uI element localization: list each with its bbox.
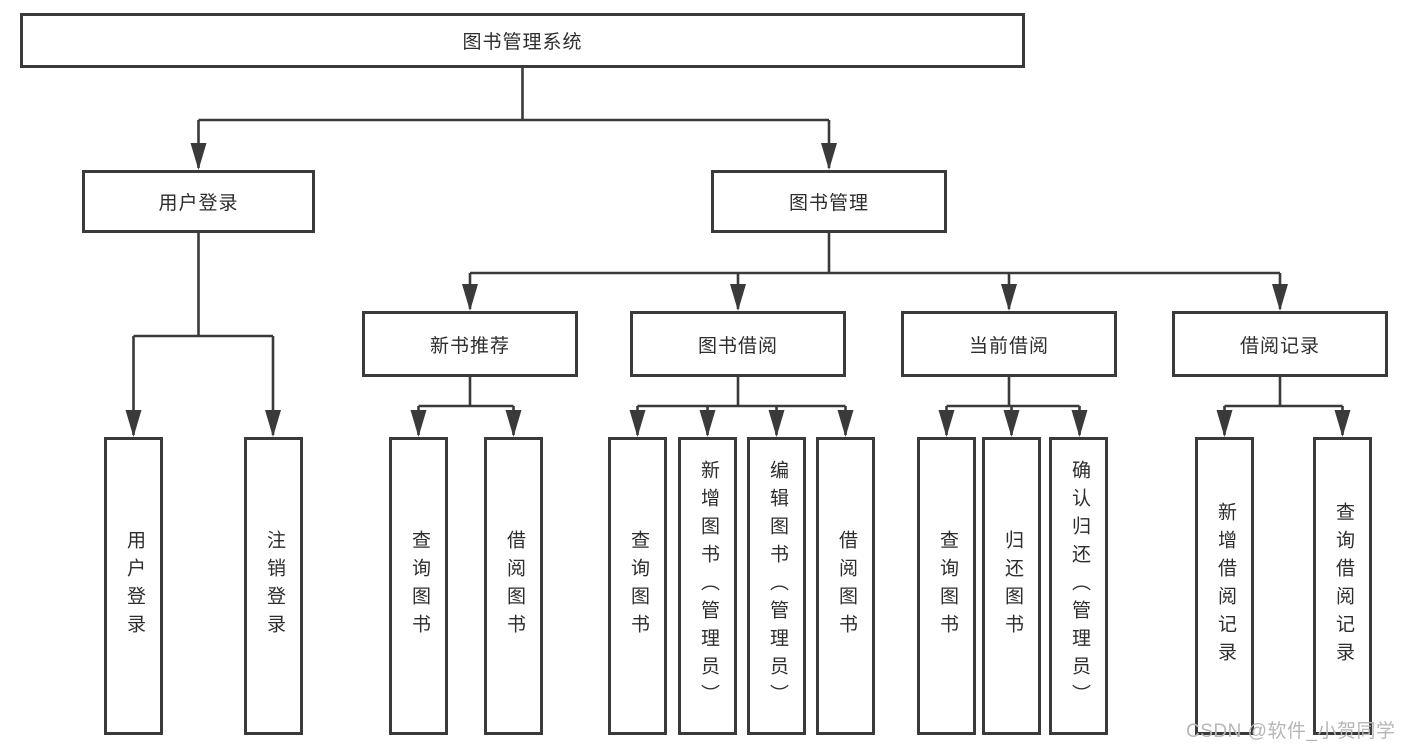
leaf-query-books-current: 查询图书 <box>917 437 976 735</box>
leaf-query-books-recommend: 查询图书 <box>389 437 448 735</box>
leaf-confirm-return-admin: 确认归还（管理员） <box>1049 437 1108 735</box>
leaf-query-books-borrowing: 查询图书 <box>608 437 667 735</box>
leaf-edit-books-admin: 编辑图书（管理员） <box>747 437 806 735</box>
node-new-book-recommend: 新书推荐 <box>362 311 578 377</box>
leaf-borrow-books-recommend: 借阅图书 <box>484 437 543 735</box>
node-book-borrowing: 图书借阅 <box>630 311 846 377</box>
node-user-login: 用户登录 <box>82 170 315 233</box>
arrowheads <box>125 143 1351 437</box>
leaf-return-books: 归还图书 <box>982 437 1041 735</box>
node-current-borrowing: 当前借阅 <box>901 311 1117 377</box>
leaf-user-login: 用户登录 <box>104 437 163 735</box>
node-root-system: 图书管理系统 <box>20 13 1025 68</box>
connector-book-borrow-branch <box>636 377 847 435</box>
connector-book-mgmt-branch <box>468 233 1282 309</box>
leaf-add-borrow-record: 新增借阅记录 <box>1195 437 1254 735</box>
connector-user-login-branch <box>132 233 275 435</box>
connector-borrow-records-branch <box>1223 377 1344 435</box>
connector-root-to-level2 <box>197 68 831 168</box>
leaf-borrow-books: 借阅图书 <box>816 437 875 735</box>
node-book-management: 图书管理 <box>711 170 947 233</box>
csdn-watermark: CSDN @软件_小贺同学 <box>1186 721 1396 742</box>
node-borrowing-records: 借阅记录 <box>1172 311 1388 377</box>
leaf-logout: 注销登录 <box>244 437 303 735</box>
connector-new-book-branch <box>417 377 515 435</box>
leaf-query-borrow-record: 查询借阅记录 <box>1313 437 1372 735</box>
leaf-add-books-admin: 新增图书（管理员） <box>678 437 737 735</box>
